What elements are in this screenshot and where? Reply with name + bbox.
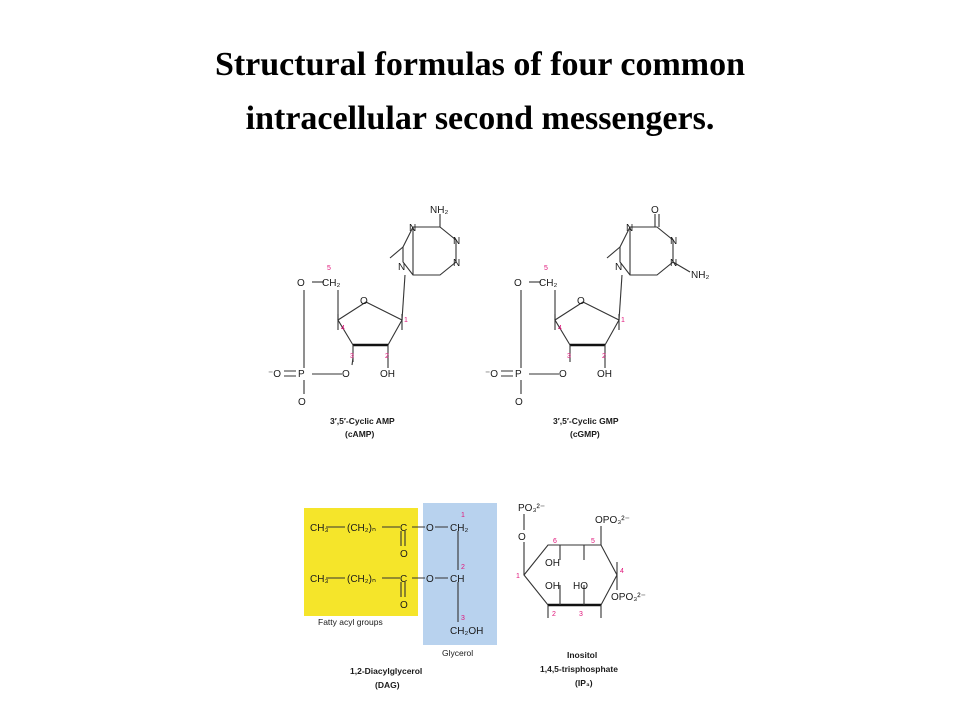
- camp-structure: [284, 214, 457, 394]
- camp-p: P: [298, 369, 305, 380]
- cgmp-structure: [501, 214, 691, 394]
- ip3-ho-3: HO: [573, 581, 588, 592]
- cgmp-nh2: NH₂: [691, 270, 709, 281]
- cgmp-o-bottom: O: [515, 397, 523, 408]
- cgmp-ring-o: O: [577, 296, 585, 307]
- cgmp-num-1: 1: [621, 317, 625, 324]
- ip3-num-6: 6: [553, 538, 557, 545]
- ip3-structure: [523, 514, 618, 618]
- dag-o-carbonyl-1: O: [400, 549, 408, 560]
- dag-o-carbonyl-2: O: [400, 600, 408, 611]
- camp-o5: O: [297, 278, 305, 289]
- cgmp-minus-o: ⁻O: [485, 369, 498, 380]
- ip3-opo3-5: OPO₃²⁻: [595, 515, 630, 526]
- camp-n1: N: [453, 236, 460, 247]
- ip3-oh-2: OH: [545, 581, 560, 592]
- camp-abbr: (cAMP): [345, 429, 374, 439]
- dag-ch3-2: CH₃: [310, 574, 329, 585]
- camp-minus-o: ⁻O: [268, 369, 281, 380]
- ip3-abbr: (IP₃): [575, 678, 593, 688]
- dag-num-3: 3: [461, 615, 465, 622]
- dag-ch2n-1: (CH₂)ₙ: [347, 523, 376, 534]
- camp-nh2: NH₂: [430, 205, 448, 216]
- dag-o-ester-1: O: [426, 523, 434, 534]
- title-line-1: Structural formulas of four common: [214, 46, 746, 83]
- camp-o-bottom: O: [298, 397, 306, 408]
- dag-ch2oh: CH₂OH: [450, 626, 483, 637]
- dag-ch2n-2: (CH₂)ₙ: [347, 574, 376, 585]
- ip3-opo3-4: OPO₃²⁻: [611, 592, 646, 603]
- dag-structure: [326, 526, 459, 622]
- ip3-name-2: 1,4,5-trisphosphate: [540, 664, 618, 674]
- cgmp-p: P: [515, 369, 522, 380]
- slide-title: Structural formulas of four common intra…: [0, 38, 960, 146]
- cgmp-n9: N: [615, 262, 622, 273]
- dag-ch2: CH₂: [450, 523, 468, 534]
- cgmp-oh: OH: [597, 369, 612, 380]
- cgmp-num-4: 4: [558, 325, 562, 332]
- cgmp-num-5: 5: [544, 265, 548, 272]
- fatty-acyl-label: Fatty acyl groups: [318, 617, 383, 627]
- ip3-num-4: 4: [620, 568, 624, 575]
- camp-num-1: 1: [404, 317, 408, 324]
- ip3-num-1: 1: [516, 573, 520, 580]
- title-line-2: intracellular second messengers.: [245, 100, 715, 137]
- camp-n3: N: [453, 258, 460, 269]
- camp-ring-o: O: [360, 296, 368, 307]
- ip3-num-3: 3: [579, 611, 583, 618]
- cgmp-num-3: 3: [567, 353, 571, 360]
- camp-n7: N: [409, 223, 416, 234]
- cgmp-n7: N: [626, 223, 633, 234]
- dag-c-1: C: [400, 523, 407, 534]
- glycerol-label: Glycerol: [442, 648, 473, 658]
- dag-num-2: 2: [461, 564, 465, 571]
- cgmp-abbr: (cGMP): [570, 429, 600, 439]
- ip3-o-1: O: [518, 532, 526, 543]
- camp-ch2: CH₂: [322, 278, 340, 289]
- cgmp-ch2: CH₂: [539, 278, 557, 289]
- cgmp-n1: N: [670, 236, 677, 247]
- dag-ch: CH: [450, 574, 464, 585]
- ip3-num-5: 5: [591, 538, 595, 545]
- camp-num-3: 3: [350, 353, 354, 360]
- dag-abbr: (DAG): [375, 680, 400, 690]
- ip3-name-1: Inositol: [567, 650, 597, 660]
- camp-num-4: 4: [341, 325, 345, 332]
- cgmp-o3: O: [559, 369, 567, 380]
- ip3-po3-1: PO₃²⁻: [518, 503, 545, 514]
- ip3-oh-6: OH: [545, 558, 560, 569]
- dag-name: 1,2-Diacylglycerol: [350, 666, 422, 676]
- dag-num-1: 1: [461, 512, 465, 519]
- fatty-acyl-box: [304, 508, 418, 616]
- dag-ch3-1: CH₃: [310, 523, 329, 534]
- cgmp-num-2: 2: [602, 353, 606, 360]
- cgmp-o5: O: [514, 278, 522, 289]
- camp-oh: OH: [380, 369, 395, 380]
- dag-o-ester-2: O: [426, 574, 434, 585]
- cgmp-name: 3′,5′-Cyclic GMP: [553, 416, 619, 426]
- camp-n9: N: [398, 262, 405, 273]
- camp-num-5: 5: [327, 265, 331, 272]
- camp-num-2: 2: [385, 353, 389, 360]
- ip3-num-2: 2: [552, 611, 556, 618]
- cgmp-n3: N: [670, 258, 677, 269]
- cgmp-o: O: [651, 205, 659, 216]
- dag-c-2: C: [400, 574, 407, 585]
- camp-name: 3′,5′-Cyclic AMP: [330, 416, 395, 426]
- camp-o3: O: [342, 369, 350, 380]
